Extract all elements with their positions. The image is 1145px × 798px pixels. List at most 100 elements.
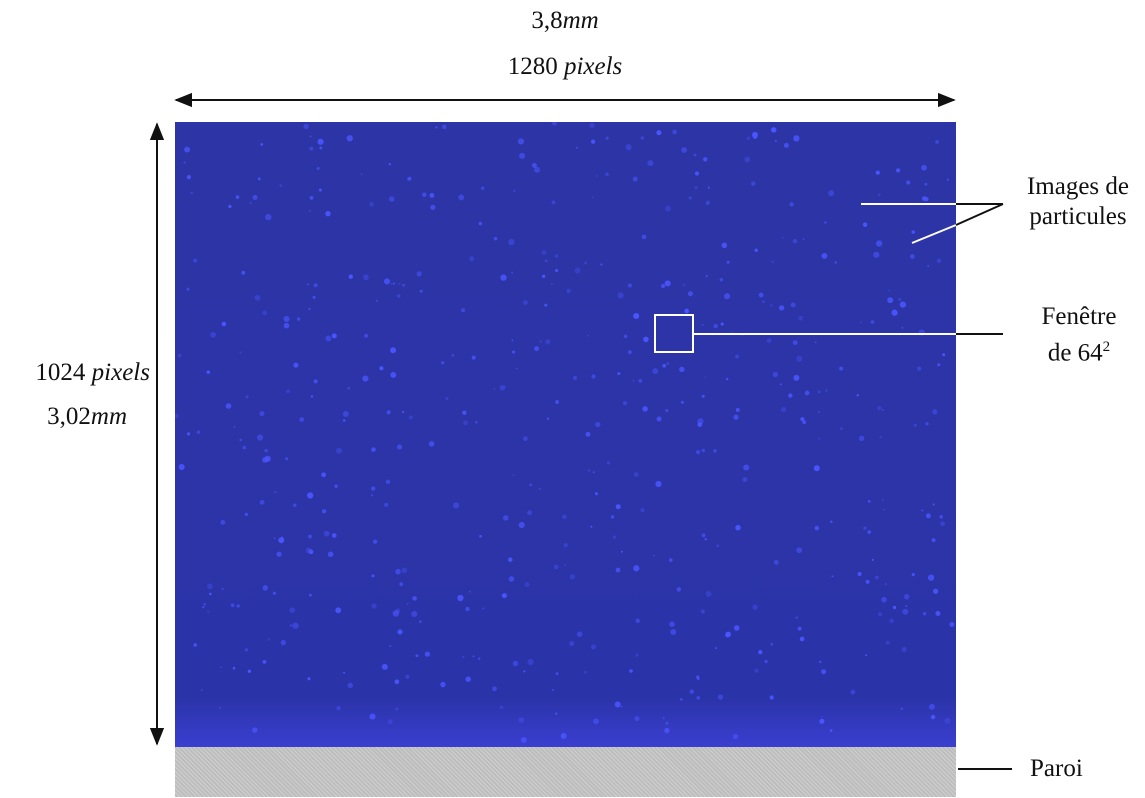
particle-dot (721, 242, 728, 249)
particle-dot (891, 309, 898, 316)
particle-dot (932, 588, 939, 594)
particle-dot (280, 536, 284, 539)
particle-dot (679, 366, 685, 373)
particle-dot (717, 694, 724, 700)
particle-dot (230, 603, 235, 608)
particle-dot (293, 503, 297, 508)
particle-dot (327, 551, 334, 558)
particle-dot (482, 607, 485, 610)
particle-dot (829, 729, 833, 732)
particle-dot (927, 574, 935, 581)
particle-dot (863, 526, 867, 530)
particle-dot (552, 689, 554, 691)
particle-dot (867, 499, 871, 503)
particle-dot (900, 707, 904, 710)
particle-dot (942, 353, 946, 357)
particle-dot (313, 379, 318, 384)
particle-dot (694, 171, 700, 176)
particle-dot (316, 167, 320, 170)
particles-callout-line-2-outside (955, 203, 1004, 226)
particle-dot (280, 640, 286, 646)
particle-dot (468, 590, 471, 593)
particle-dot (730, 331, 733, 334)
particle-dot (666, 362, 670, 366)
particle-dot (873, 251, 880, 258)
particle-dot (245, 395, 249, 399)
particle-dot (551, 200, 556, 205)
particle-dot (560, 733, 567, 739)
particle-dot (904, 594, 910, 600)
particle-dot (746, 136, 751, 140)
particle-dot (203, 603, 206, 606)
particle-dot (283, 322, 290, 329)
particle-dot (458, 194, 465, 201)
particle-dot (563, 543, 568, 548)
particle-dot (283, 316, 290, 322)
particle-dot (522, 300, 528, 306)
particle-dot (390, 282, 393, 285)
particle-dot (555, 672, 559, 675)
particle-dot (442, 124, 447, 130)
particle-dot (395, 568, 401, 575)
particle-dot (689, 689, 695, 694)
particle-dot (725, 631, 731, 638)
particle-dot (584, 670, 587, 674)
particle-dot (902, 608, 909, 615)
particle-dot (774, 139, 778, 143)
particle-dot (724, 293, 731, 300)
particle-dot (519, 152, 526, 159)
particle-dot (595, 175, 598, 177)
particle-dot (905, 605, 908, 608)
particle-dot (828, 190, 835, 197)
particle-dot (701, 448, 706, 453)
particle-dot (334, 484, 338, 488)
particle-dot (429, 192, 435, 198)
particle-dot (529, 483, 533, 487)
particle-dot (500, 274, 507, 281)
particle-dot (347, 682, 354, 689)
particle-dot (347, 387, 351, 390)
particle-dot (307, 492, 314, 499)
particle-dot (555, 400, 560, 404)
particle-dot (390, 371, 397, 378)
particle-dot (771, 260, 774, 263)
height-mm-unit: mm (90, 403, 127, 430)
particle-dot (911, 230, 915, 234)
particle-dot (499, 385, 506, 391)
particle-dot (387, 719, 393, 725)
particle-dot (680, 400, 684, 404)
particle-dot (778, 305, 785, 311)
particle-dot (610, 515, 615, 519)
particle-dot (892, 605, 897, 610)
particle-dot (789, 202, 794, 207)
particle-dot (881, 499, 884, 501)
particle-dot (259, 499, 265, 505)
particle-dot (696, 450, 701, 455)
particle-dot (783, 142, 789, 148)
particle-dot (511, 339, 514, 342)
particle-dot (385, 479, 391, 485)
particle-dot (394, 679, 400, 685)
particle-dot (200, 689, 203, 692)
particle-dot (196, 430, 201, 434)
particle-dot (924, 182, 928, 186)
particle-dot (221, 321, 227, 327)
particle-dot (640, 507, 645, 513)
particle-dot (384, 502, 389, 507)
particle-dot (422, 192, 427, 197)
particle-dot (322, 509, 327, 514)
particle-dot (478, 221, 483, 226)
particle-dot (641, 234, 647, 240)
particle-dot (656, 416, 662, 422)
particle-dot (885, 583, 887, 585)
particle-dot (932, 503, 935, 506)
particle-dot (183, 161, 186, 164)
particle-dot (193, 258, 198, 263)
particle-dot (364, 333, 369, 338)
particle-dot (524, 582, 530, 588)
particle-dot (682, 283, 686, 287)
particle-dot (591, 374, 596, 379)
particle-dot (802, 420, 806, 424)
particle-dot (186, 287, 190, 291)
particle-dot (589, 122, 595, 129)
